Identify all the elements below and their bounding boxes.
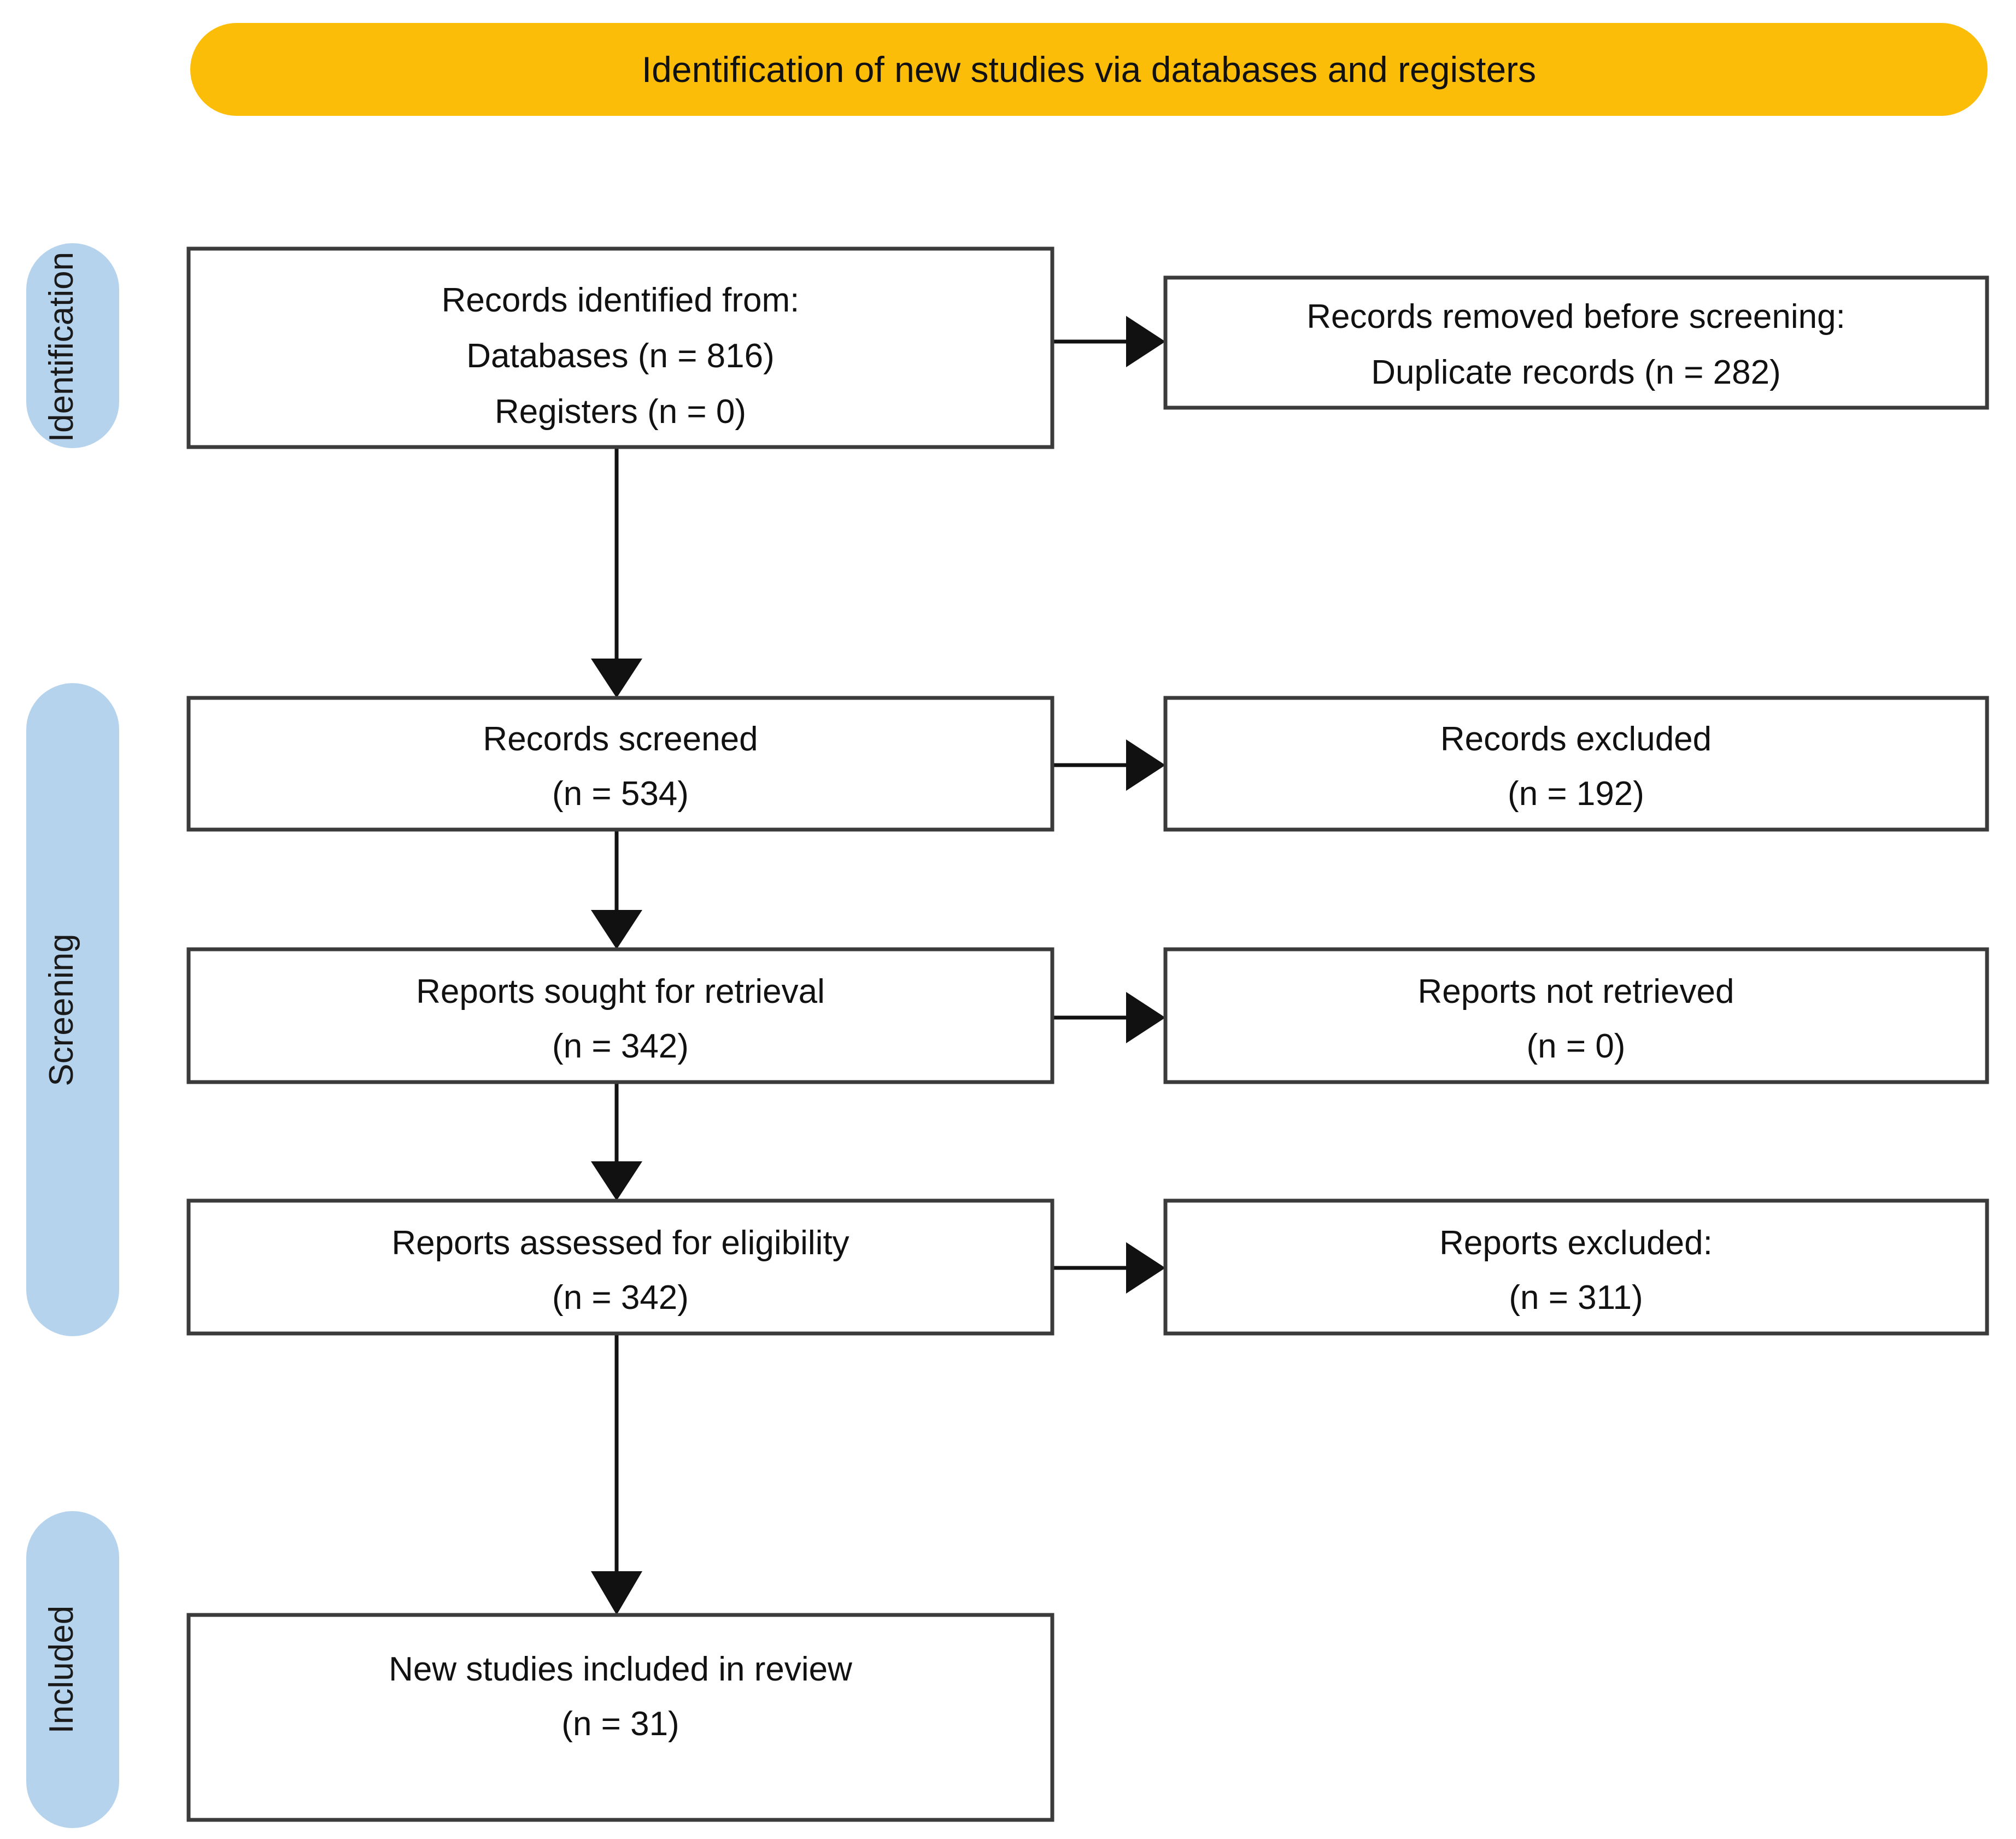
node-new-studies-included-line2: (n = 31)	[561, 1705, 679, 1743]
node-reports-not-retrieved-line1: Reports not retrieved	[1418, 973, 1734, 1010]
node-reports-sought-line2: (n = 342)	[552, 1027, 689, 1065]
phase-label-included: Included	[43, 1606, 80, 1734]
node-reports-excluded-line2: (n = 311)	[1509, 1279, 1643, 1317]
arrow-head-identified-to-screened	[591, 659, 642, 698]
node-new-studies-included: New studies included in review (n = 31)	[186, 1613, 1054, 1822]
node-reports-assessed-box	[186, 1198, 1054, 1336]
node-records-screened-line1: Records screened	[483, 720, 758, 758]
arrow-head-screened-to-records-excluded	[1126, 739, 1165, 791]
node-records-excluded-line1: Records excluded	[1440, 720, 1712, 758]
node-records-screened-line2: (n = 534)	[552, 775, 689, 813]
node-records-removed: Records removed before screening: Duplic…	[1163, 275, 1989, 410]
node-reports-sought-line1: Reports sought for retrieval	[416, 973, 825, 1010]
node-records-identified: Records identified from: Databases (n = …	[186, 246, 1054, 449]
node-records-removed-line2: Duplicate records (n = 282)	[1371, 354, 1781, 391]
arrow-head-assessed-to-included	[591, 1571, 642, 1615]
header-banner-background	[190, 23, 1988, 116]
node-reports-not-retrieved-box	[1163, 947, 1989, 1084]
header-banner: Identification of new studies via databa…	[190, 23, 1988, 116]
phase-rail: Identification Screening Included	[26, 243, 119, 1828]
node-records-excluded-box	[1163, 696, 1989, 832]
phase-pill-screening: Screening	[26, 683, 119, 1336]
phase-pill-screening-background	[26, 683, 119, 1336]
node-records-identified-box	[186, 246, 1054, 449]
phase-pill-included: Included	[26, 1511, 119, 1828]
connectors	[591, 316, 1165, 1615]
node-records-identified-line3: Registers (n = 0)	[495, 393, 746, 431]
node-records-excluded-line2: (n = 192)	[1508, 775, 1644, 813]
phase-pill-identification: Identification	[26, 243, 119, 448]
node-records-identified-line2: Databases (n = 816)	[466, 337, 775, 375]
header-banner-label: Identification of new studies via databa…	[642, 49, 1536, 90]
node-new-studies-included-box	[186, 1613, 1054, 1822]
node-records-screened: Records screened (n = 534)	[186, 696, 1054, 832]
node-records-excluded: Records excluded (n = 192)	[1163, 696, 1989, 832]
node-reports-assessed: Reports assessed for eligibility (n = 34…	[186, 1198, 1054, 1336]
phase-label-identification: Identification	[43, 252, 80, 442]
node-new-studies-included-line1: New studies included in review	[389, 1650, 852, 1688]
node-records-screened-box	[186, 696, 1054, 832]
arrow-head-identified-to-removed	[1126, 316, 1165, 367]
phase-label-screening: Screening	[43, 933, 80, 1086]
node-records-removed-box	[1163, 275, 1989, 410]
arrow-head-sought-to-not-retrieved	[1126, 992, 1165, 1043]
node-reports-sought-box	[186, 947, 1054, 1084]
phase-pill-identification-background	[26, 243, 119, 448]
arrow-head-assessed-to-reports-excluded	[1126, 1242, 1165, 1294]
node-reports-excluded-box	[1163, 1198, 1989, 1336]
node-reports-sought: Reports sought for retrieval (n = 342)	[186, 947, 1054, 1084]
node-reports-excluded-line1: Reports excluded:	[1439, 1224, 1713, 1262]
arrow-head-screened-to-sought	[591, 910, 642, 949]
node-records-identified-line1: Records identified from:	[442, 281, 800, 319]
phase-pill-included-background	[26, 1511, 119, 1828]
arrow-head-sought-to-assessed	[591, 1161, 642, 1201]
node-reports-not-retrieved: Reports not retrieved (n = 0)	[1163, 947, 1989, 1084]
node-records-removed-line1: Records removed before screening:	[1306, 298, 1845, 336]
node-reports-excluded: Reports excluded: (n = 311)	[1163, 1198, 1989, 1336]
node-reports-not-retrieved-line2: (n = 0)	[1527, 1027, 1626, 1065]
node-reports-assessed-line1: Reports assessed for eligibility	[391, 1224, 849, 1262]
node-reports-assessed-line2: (n = 342)	[552, 1279, 689, 1317]
